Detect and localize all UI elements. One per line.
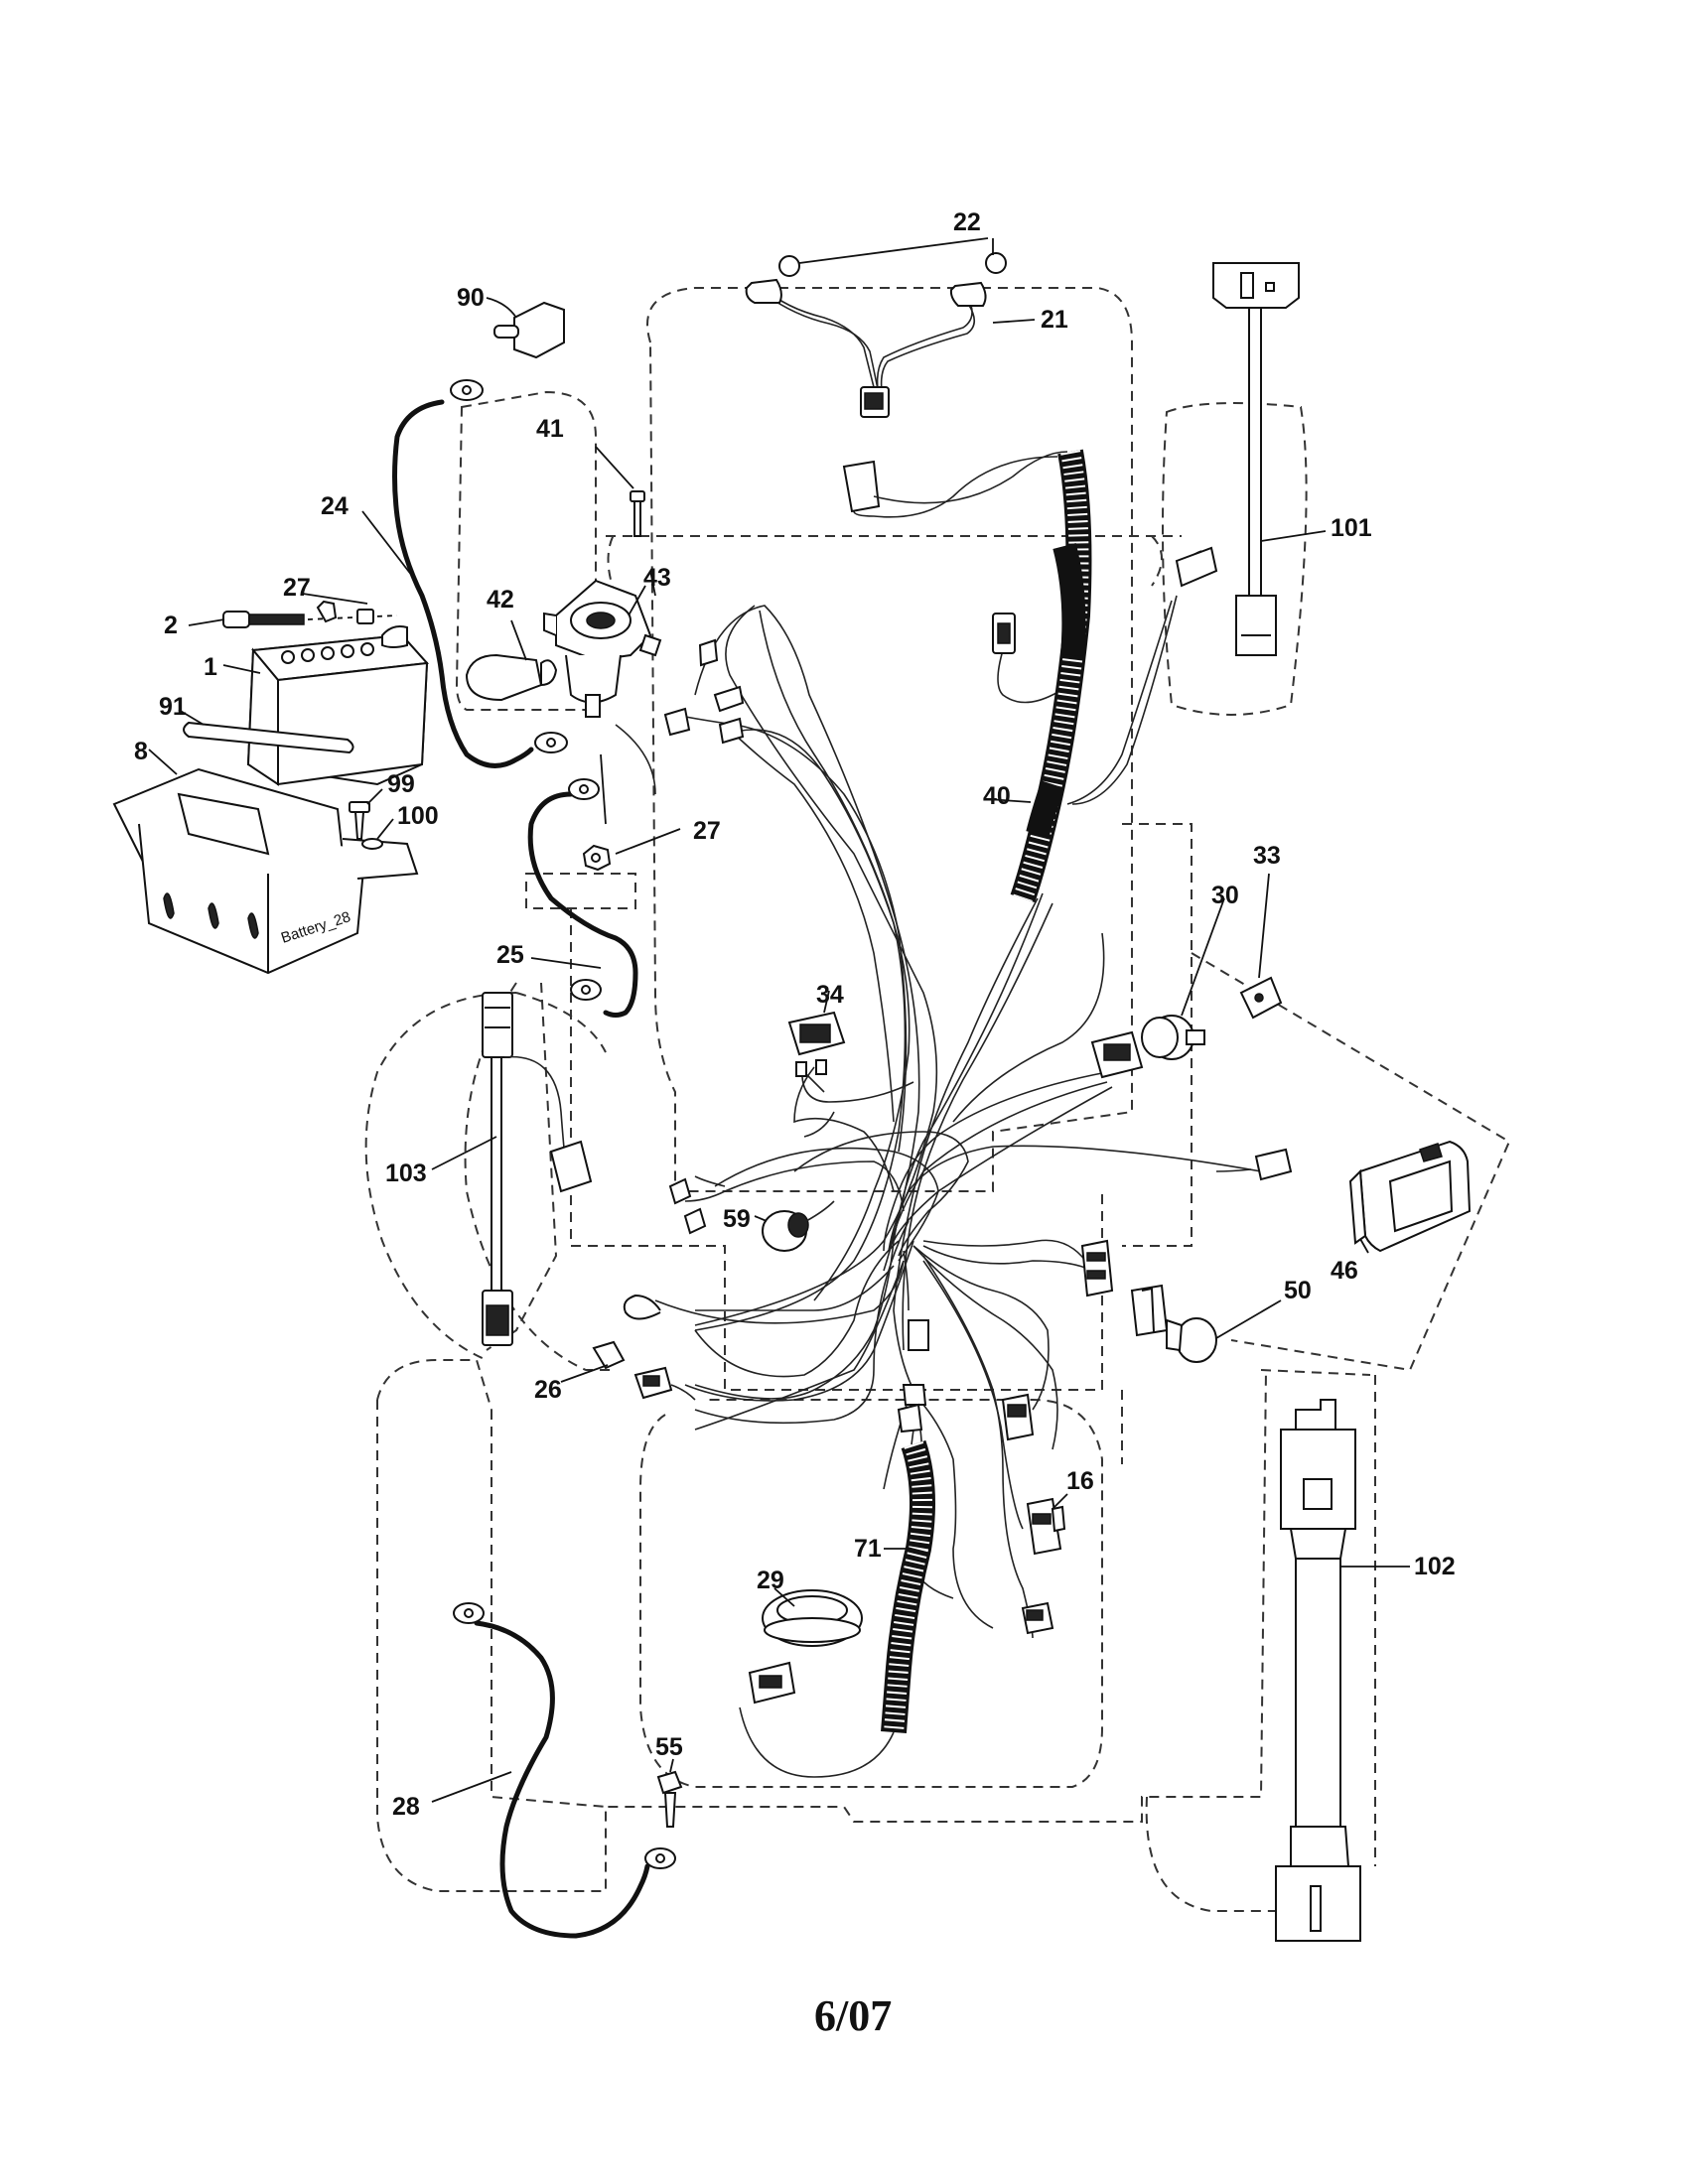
label-34: 34 (816, 981, 844, 1009)
label-8: 8 (134, 738, 148, 765)
label-55: 55 (655, 1733, 683, 1761)
footer-date: 6/07 (814, 1991, 892, 2040)
harness-part-103 (431, 992, 593, 1346)
light-part-59 (754, 1200, 835, 1252)
washer-part-100 (361, 818, 394, 850)
cable-part-24 (361, 379, 568, 768)
bolt-part-41 (595, 446, 645, 537)
label-102: 102 (1414, 1553, 1456, 1580)
right-connector-plug (1254, 1148, 1293, 1181)
battery-bolt-part-2 (188, 611, 398, 628)
screw-part-99 (349, 788, 383, 840)
harness-part-101 (1175, 262, 1327, 656)
nut-part-27-lower (582, 828, 681, 872)
boot-part-42 (465, 619, 558, 702)
hold-down-strap-part-91 (178, 709, 354, 754)
headlight-harness-part-21 (745, 237, 1036, 418)
bolt-part-55 (656, 1758, 683, 1828)
label-41: 41 (536, 415, 564, 443)
part-90-cap (486, 297, 565, 359)
label-16: 16 (1066, 1467, 1094, 1495)
label-59: 59 (723, 1205, 751, 1233)
label-99: 99 (387, 770, 415, 798)
side-connector (992, 613, 1016, 654)
label-40: 40 (983, 782, 1011, 810)
headlight-plug-connector (842, 451, 1068, 513)
label-42: 42 (487, 586, 514, 614)
cable-part-28 (431, 1602, 676, 1939)
loom-part-40 (987, 449, 1092, 903)
label-29: 29 (757, 1567, 784, 1594)
battery-part-1 (222, 625, 430, 786)
label-90: 90 (457, 284, 485, 312)
label-43: 43 (643, 564, 671, 592)
label-24: 24 (321, 492, 349, 520)
label-27-lower: 27 (693, 817, 721, 845)
label-91: 91 (159, 693, 187, 721)
label-26: 26 (534, 1376, 562, 1404)
label-2: 2 (164, 612, 178, 639)
label-1: 1 (204, 653, 217, 681)
label-28: 28 (392, 1793, 420, 1821)
switch-part-50 (1080, 1239, 1282, 1363)
coil-cord-part-71 (739, 1403, 935, 1778)
switch-part-34 (787, 990, 914, 1103)
relay-part-16 (1026, 1493, 1068, 1556)
label-71: 71 (854, 1535, 882, 1563)
label-21: 21 (1041, 306, 1068, 334)
fuse-part-26 (560, 1340, 696, 1401)
harness-part-102 (1275, 1399, 1410, 1942)
switch-part-30 (1141, 897, 1225, 1060)
cable-part-25 (527, 778, 638, 1018)
label-25: 25 (496, 941, 524, 969)
part-number-labels: 22 21 90 41 24 43 42 27 2 1 91 8 99 100 … (134, 208, 1456, 1821)
battery-tray-part-8 (112, 749, 419, 975)
nut-part-27-top (302, 593, 374, 624)
solenoid-part-43 (543, 570, 662, 718)
label-46: 46 (1331, 1257, 1358, 1285)
switch-part-33 (1239, 873, 1283, 1020)
label-50: 50 (1284, 1277, 1312, 1304)
horn-part-29 (748, 1587, 863, 1705)
label-22: 22 (953, 208, 981, 236)
switch-panel-part-46 (1348, 1140, 1472, 1254)
label-101: 101 (1331, 514, 1372, 542)
label-27-top: 27 (283, 574, 311, 602)
label-30: 30 (1211, 882, 1239, 909)
label-103: 103 (385, 1160, 427, 1187)
label-100: 100 (397, 802, 439, 830)
label-33: 33 (1253, 842, 1281, 870)
multi-pin-connector (1090, 1030, 1144, 1079)
